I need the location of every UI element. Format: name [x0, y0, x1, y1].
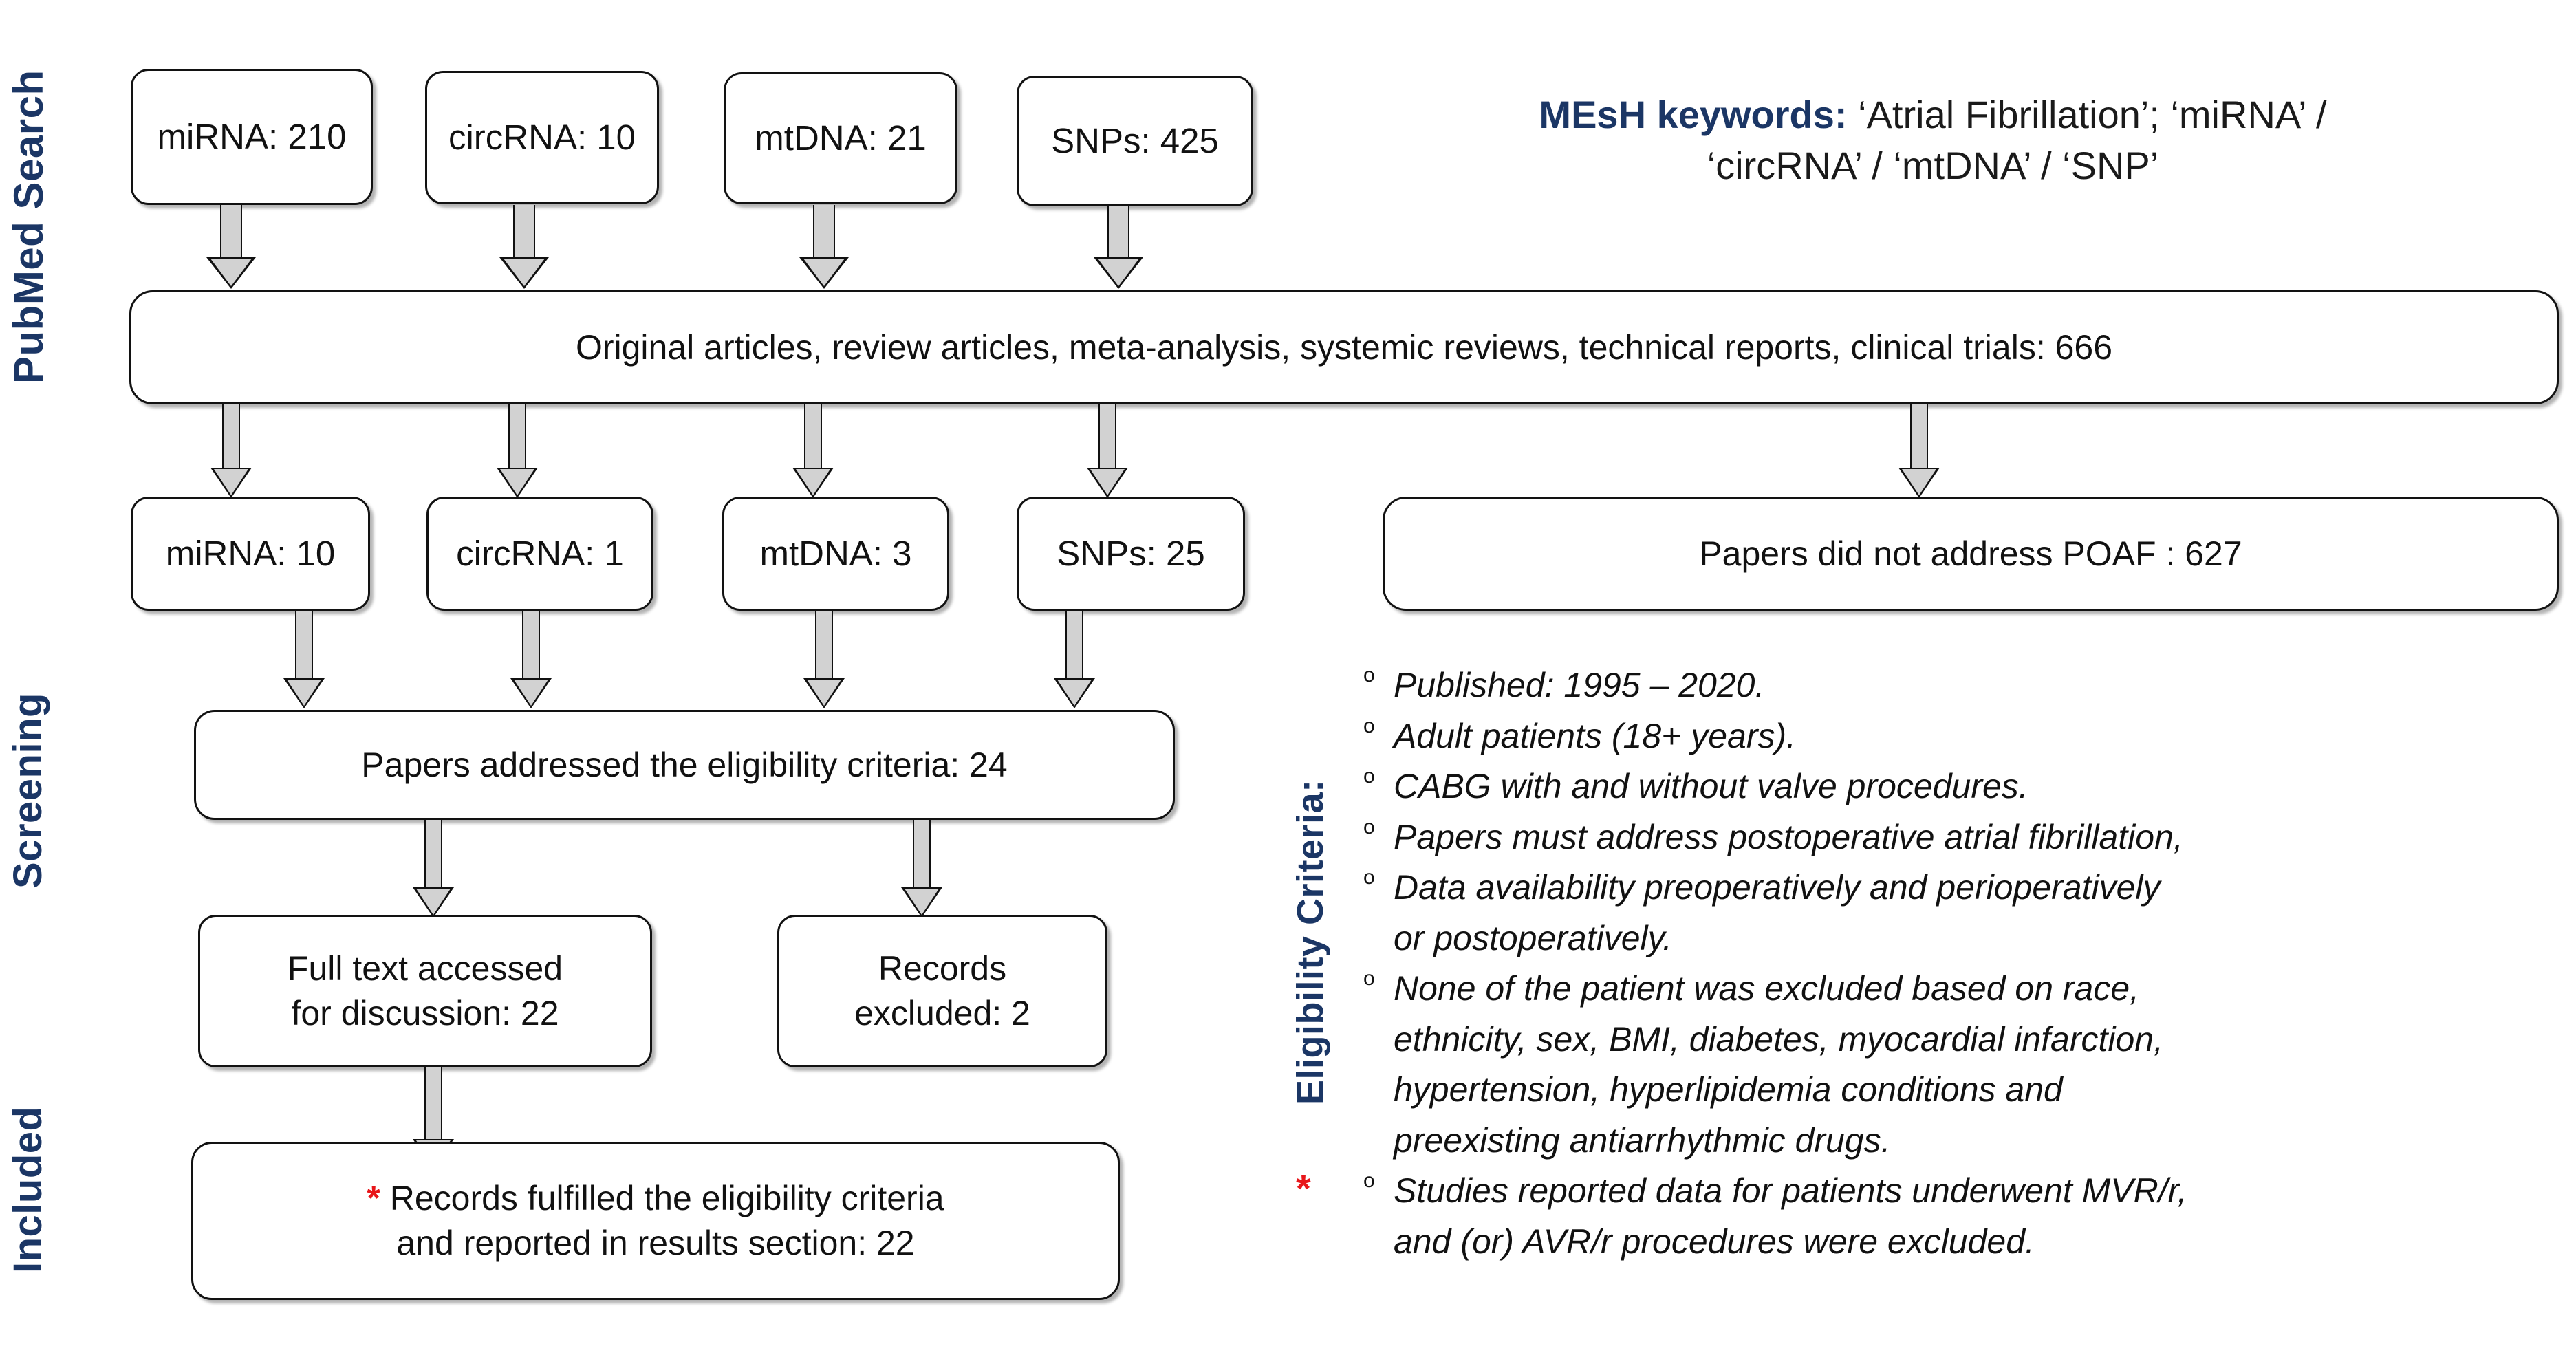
final-included-line1: Records fulfilled the eligibility criter… [380, 1179, 944, 1217]
mesh-keywords-line2: ‘circRNA’ / ‘mtDNA’ / ‘SNP’ [1707, 143, 2159, 187]
search-box-mirna-label: miRNA: 210 [157, 116, 347, 156]
stage-label-screening: Screening [6, 693, 50, 889]
fulltext-accessed-box[interactable]: Full text accessed for discussion: 22 [198, 915, 652, 1067]
arrow-circrna-to-combined [499, 205, 549, 289]
arrow-combined-to-circrna [497, 404, 538, 498]
bullet-icon: o [1363, 714, 1375, 737]
arrow-eligibility-to-records-excluded [901, 820, 942, 918]
mesh-keywords: MEsH keywords: ‘Atrial Fibrillation’; ‘m… [1328, 89, 2538, 191]
combined-results-label: Original articles, review articles, meta… [575, 327, 2113, 367]
stage-label-eligibility-criteria: Eligibility Criteria: [1290, 779, 1331, 1105]
excluded-poaf-box[interactable]: Papers did not address POAF : 627 [1383, 497, 2559, 611]
criteria-item-text: Data availability preoperatively and per… [1394, 868, 2161, 907]
bullet-icon: o [1363, 866, 1375, 889]
bullet-icon: o [1363, 765, 1375, 788]
search-box-mtdna[interactable]: mtDNA: 21 [724, 72, 957, 204]
eligibility-criteria-box-label: Papers addressed the eligibility criteri… [361, 745, 1008, 784]
combined-results-box[interactable]: Original articles, review articles, meta… [129, 290, 2559, 404]
criteria-item-continuation: or postoperatively. [1394, 918, 1672, 957]
records-excluded-line2: excluded: 2 [854, 994, 1030, 1032]
mesh-keywords-line1-rest: ‘Atrial Fibrillation’; ‘miRNA’ / [1847, 93, 2327, 136]
search-box-mtdna-label: mtDNA: 21 [755, 118, 927, 158]
arrow-mirna-to-eligibility [283, 611, 325, 708]
criteria-item: o Adult patients (18+ years). [1363, 711, 2560, 762]
screening-box-snps[interactable]: SNPs: 25 [1017, 497, 1245, 611]
criteria-item: o Studies reported data for patients und… [1363, 1166, 2560, 1217]
final-included-line2: and reported in results section: 22 [396, 1224, 915, 1262]
arrow-combined-to-mirna [210, 404, 252, 498]
screening-box-mirna[interactable]: miRNA: 10 [131, 497, 370, 611]
arrow-mtdna-to-eligibility [803, 611, 845, 708]
criteria-item-continuation: ethnicity, sex, BMI, diabetes, myocardia… [1394, 1019, 2163, 1059]
arrow-mtdna-to-combined [799, 205, 849, 289]
criteria-item-text: Studies reported data for patients under… [1394, 1171, 2187, 1210]
criteria-item-text: None of the patient was excluded based o… [1394, 969, 2140, 1008]
screening-box-mtdna[interactable]: mtDNA: 3 [722, 497, 949, 611]
search-box-snps[interactable]: SNPs: 425 [1017, 76, 1253, 206]
arrow-eligibility-to-fulltext [413, 820, 454, 918]
stage-label-included: Included [6, 1106, 50, 1274]
mesh-keywords-label: MEsH keywords: [1539, 93, 1848, 136]
criteria-item: o Data availability preoperatively and p… [1363, 863, 2560, 913]
screening-box-circrna[interactable]: circRNA: 1 [426, 497, 653, 611]
eligibility-criteria-star: * [1296, 1167, 1311, 1210]
records-excluded-box[interactable]: Records excluded: 2 [777, 915, 1107, 1067]
criteria-item-continuation: preexisting antiarrhythmic drugs. [1394, 1120, 1891, 1160]
criteria-item: o Papers must address postoperative atri… [1363, 812, 2560, 863]
arrow-circrna-to-eligibility [510, 611, 552, 708]
search-box-circrna-label: circRNA: 10 [448, 117, 636, 157]
search-box-snps-label: SNPs: 425 [1051, 120, 1219, 160]
records-excluded-line1: Records [878, 949, 1007, 988]
arrow-mirna-to-combined [206, 205, 256, 289]
arrow-snps-to-eligibility [1054, 611, 1095, 708]
criteria-item-continuation: and (or) AVR/r procedures were excluded. [1394, 1222, 2035, 1261]
eligibility-criteria-list: o Published: 1995 – 2020. o Adult patien… [1363, 660, 2560, 1267]
bullet-icon: o [1363, 815, 1375, 838]
bullet-icon: o [1363, 664, 1375, 686]
fulltext-accessed-line2: for discussion: 22 [291, 994, 559, 1032]
criteria-item: o Published: 1995 – 2020. [1363, 660, 2560, 711]
arrow-combined-to-excluded-poaf [1898, 404, 1940, 498]
search-box-circrna[interactable]: circRNA: 10 [425, 71, 659, 204]
screening-box-snps-label: SNPs: 25 [1057, 533, 1205, 573]
arrow-snps-to-combined [1094, 206, 1143, 289]
bullet-icon: o [1363, 1169, 1375, 1192]
screening-box-mirna-label: miRNA: 10 [165, 533, 336, 573]
eligibility-criteria-box[interactable]: Papers addressed the eligibility criteri… [194, 710, 1175, 820]
criteria-item-text: Papers must address postoperative atrial… [1394, 817, 2183, 856]
screening-box-mtdna-label: mtDNA: 3 [759, 533, 912, 573]
arrow-combined-to-mtdna [792, 404, 834, 498]
excluded-poaf-label: Papers did not address POAF : 627 [1699, 534, 2242, 573]
final-included-box[interactable]: * Records fulfilled the eligibility crit… [191, 1142, 1120, 1300]
mesh-keywords-line1: MEsH keywords: ‘Atrial Fibrillation’; ‘m… [1328, 89, 2538, 140]
criteria-item: o None of the patient was excluded based… [1363, 964, 2560, 1015]
screening-box-circrna-label: circRNA: 1 [456, 533, 624, 573]
criteria-item-continuation: hypertension, hyperlipidemia conditions … [1394, 1070, 2063, 1109]
search-box-mirna[interactable]: miRNA: 210 [131, 69, 373, 205]
final-included-star: * [367, 1179, 380, 1217]
criteria-item-text: Published: 1995 – 2020. [1394, 666, 1765, 704]
fulltext-accessed-line1: Full text accessed [287, 949, 563, 988]
stage-label-pubmed-search: PubMed Search [6, 69, 52, 384]
criteria-item-text: CABG with and without valve procedures. [1394, 767, 2028, 805]
criteria-item-text: Adult patients (18+ years). [1394, 716, 1797, 755]
bullet-icon: o [1363, 967, 1375, 990]
arrow-combined-to-snps [1087, 404, 1128, 498]
criteria-item: o CABG with and without valve procedures… [1363, 761, 2560, 812]
